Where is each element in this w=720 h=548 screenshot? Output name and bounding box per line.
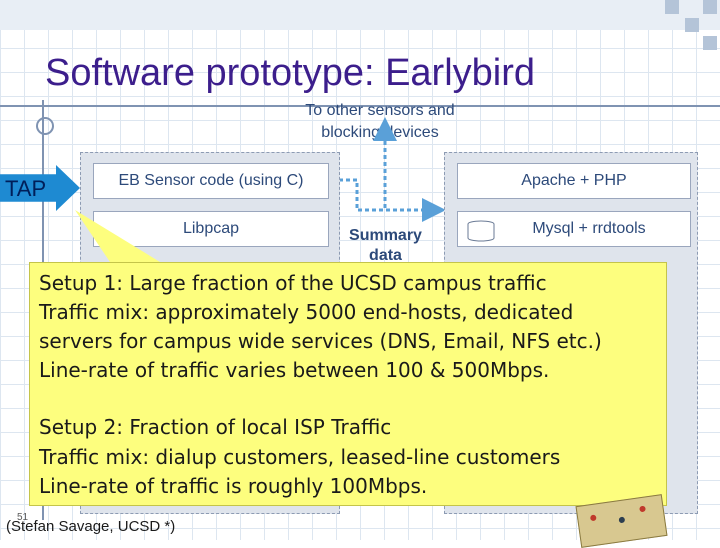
slide-title: Software prototype: Earlybird (45, 52, 536, 94)
setup1-line-1: Traffic mix: approximately 5000 end-host… (39, 300, 574, 324)
summary-arrow (332, 178, 446, 222)
mysql-rrdtools-label: Mysql + rrdtools (532, 220, 646, 237)
setup2-title: Setup 2: Fraction of local ISP Traffic (39, 415, 392, 439)
sensor-code-box: EB Sensor code (using C) (93, 163, 329, 199)
title-rule (0, 105, 720, 107)
page-number: 51 (17, 512, 29, 523)
apache-php-box: Apache + PHP (457, 163, 691, 199)
tap-label: TAP (5, 176, 47, 201)
rule-circle-icon (36, 117, 54, 135)
decorative-squares (605, 0, 720, 62)
setup2-line-1: Traffic mix: dialup customers, leased-li… (39, 445, 561, 469)
setup1-line-2: servers for campus wide services (DNS, E… (39, 329, 602, 353)
mysql-rrdtools-box: Mysql + rrdtools (457, 211, 691, 247)
setup2-line-2: Line-rate of traffic is roughly 100Mbps. (39, 474, 428, 498)
author-credit: (Stefan Savage, UCSD *) (6, 518, 176, 535)
setup1-line-3: Line-rate of traffic varies between 100 … (39, 358, 550, 382)
database-icon (467, 220, 495, 242)
destination-note-line-1: To other sensors and (305, 102, 455, 119)
setup1-title: Setup 1: Large fraction of the UCSD camp… (39, 271, 547, 295)
summary-data-label: Summary data (338, 226, 433, 266)
header-band (0, 0, 720, 30)
summary-line-1: Summary (349, 227, 422, 244)
libpcap-box: Libpcap (93, 211, 329, 247)
summary-line-2: data (369, 247, 402, 264)
setup-callout: Setup 1: Large fraction of the UCSD camp… (29, 262, 667, 506)
